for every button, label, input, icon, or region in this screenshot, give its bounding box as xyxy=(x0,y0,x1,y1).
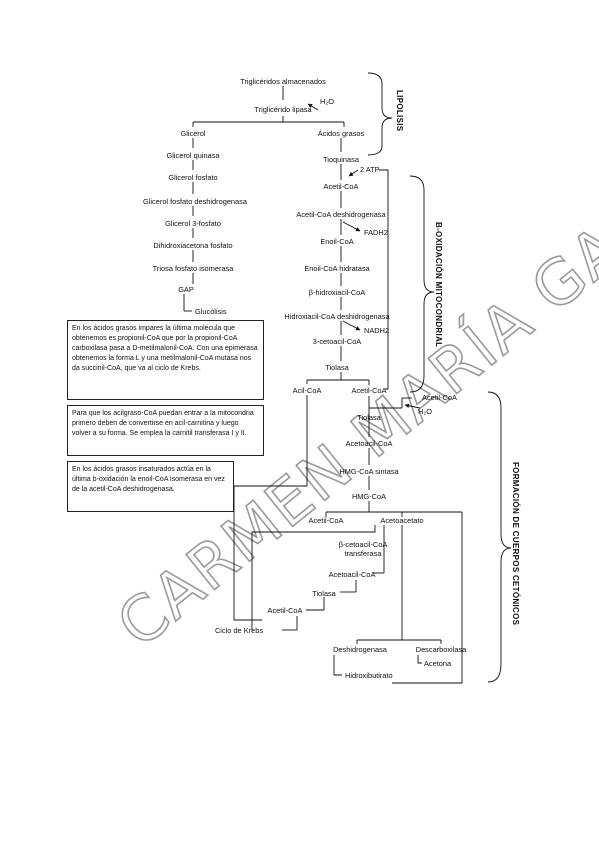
note-impares-text: En los ácidos grasos impares la última m… xyxy=(72,325,258,372)
node-hidroxiacil-coa-deshidrogenasa: Hidroxiacil-CoA deshidrogenasa xyxy=(284,312,390,321)
node-acil-coa: Acil-CoA xyxy=(293,386,322,395)
node-trigliceridos-lipasa: Triglicérido lipasa xyxy=(254,105,312,114)
node-dihidroxiacetona-fosfato: Dihidroxiacetona fosfato xyxy=(153,241,232,250)
node-h2o-1: H₂O xyxy=(320,97,334,106)
node-acetona: Acetona xyxy=(424,659,452,668)
node-acetil-coa-3: Acetil-CoA xyxy=(422,393,457,402)
note-acidos-grasos-insaturados: En los ácidos grasos insaturados actúa e… xyxy=(67,461,234,512)
node-glicerol-fosfato-deshidrogenasa: Glicerol fosfato deshidrogenasa xyxy=(143,197,248,206)
node-tiolasa-3: Tiolasa xyxy=(312,589,336,598)
node-acetil-coa-deshidrogenasa: Acetil-CoA deshidrogenasa xyxy=(296,210,386,219)
node-transferasa: transferasa xyxy=(345,549,383,558)
note-carnitina: Para que los acilgraso-CoA puedan entrar… xyxy=(67,405,264,456)
node-glicerol-quinasa: Glicerol quinasa xyxy=(167,151,221,160)
node-acetil-coa-4: Acetil-CoA xyxy=(309,516,344,525)
node-labels: Triglicéridos almacenados Triglicérido l… xyxy=(143,77,467,680)
node-acetoacil-coa-1: Acetoacil-CoA xyxy=(346,439,393,448)
side-label-beta-oxidacion: B-OXIDACIÓN MITOCONDRIAL xyxy=(434,222,443,347)
node-trigliceridos-almacenados: Triglicéridos almacenados xyxy=(240,77,326,86)
node-acetil-coa-2: Acetil-CoA xyxy=(352,386,387,395)
node-acidos-grasos: Ácidos grasos xyxy=(318,129,365,138)
note-insaturados-text: En los ácidos grasos insaturados actúa e… xyxy=(72,466,225,493)
side-label-cetogenesis: FORMACIÓN DE CUERPOS CETÓNICOS xyxy=(511,462,520,626)
node-glicerol-fosfato: Glicerol fosfato xyxy=(168,173,217,182)
node-ciclo-krebs: Ciclo de Krebs xyxy=(215,626,263,635)
node-glicerol: Glicerol xyxy=(180,129,205,138)
node-gap: GAP xyxy=(178,285,194,294)
note-carnitina-text: Para que los acilgraso-CoA puedan entrar… xyxy=(72,410,254,437)
node-b-cetoacil-coa-transferasa: β-cetoacil-CoA xyxy=(339,540,388,549)
node-hmg-coa-sintasa: HMG-CoA sintasa xyxy=(339,467,399,476)
node-glicerol-3-fosfato: Glicerol 3-fosfato xyxy=(165,219,221,228)
node-acetoacetato: Acetoacetato xyxy=(380,516,423,525)
node-deshidrogenasa: Deshidrogenasa xyxy=(333,645,388,654)
node-atp: 2 ATP xyxy=(360,165,380,174)
node-tioquinasa: Tioquinasa xyxy=(323,155,360,164)
node-glucolisis: Glucólisis xyxy=(195,307,227,316)
node-tiolasa-2: Tiolasa xyxy=(357,413,381,422)
node-nadh2: NADH2 xyxy=(364,326,389,335)
connector-lines xyxy=(183,72,512,684)
node-tiolasa-1: Tiolasa xyxy=(325,363,349,372)
note-acidos-grasos-impares: En los ácidos grasos impares la última m… xyxy=(67,320,264,400)
side-label-lipolisis: LIPOLISIS xyxy=(395,90,404,132)
node-cetoacil-coa: 3-cetoacil-CoA xyxy=(313,337,362,346)
node-b-hidroxiacil-coa: β-hidroxiacil-CoA xyxy=(309,288,365,297)
node-acetil-coa-5: Acetil-CoA xyxy=(268,606,303,615)
node-fadh2: FADH2 xyxy=(364,228,388,237)
node-enoil-coa: Enoil-CoA xyxy=(320,237,353,246)
node-acetil-coa-1: Acetil-CoA xyxy=(324,182,359,191)
node-hmg-coa: HMG-CoA xyxy=(352,492,386,501)
node-acetoacil-coa-2: Acetoacil-CoA xyxy=(329,570,376,579)
node-enoil-coa-hidratasa: Enoil-CoA hidratasa xyxy=(304,264,370,273)
node-h2o-2: H₂O xyxy=(418,407,432,416)
node-descarboxilasa: Descarboxilasa xyxy=(416,645,467,654)
node-triosa-fosfato-isomerasa: Triosa fosfato isomerasa xyxy=(153,264,235,273)
node-hidroxibutirato: Hidroxibutirato xyxy=(345,671,393,680)
